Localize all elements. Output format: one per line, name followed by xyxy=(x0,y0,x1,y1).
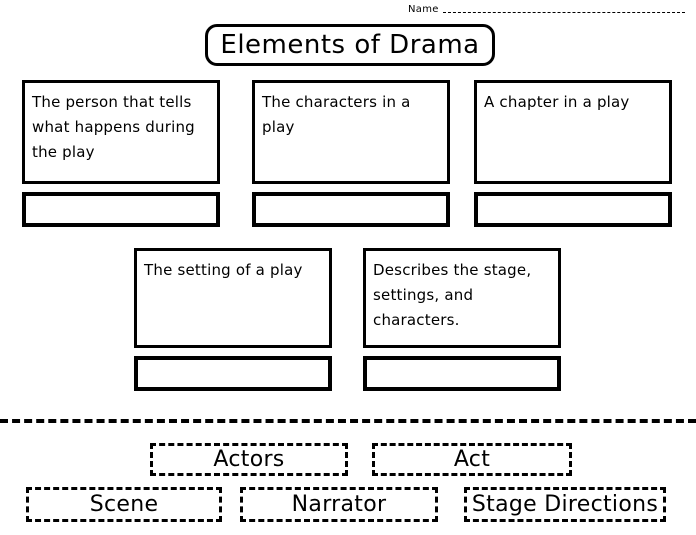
word-card-label: Act xyxy=(453,446,491,472)
word-card-stage-directions[interactable]: Stage Directions xyxy=(464,487,666,522)
definition-box-setting: The setting of a play xyxy=(134,248,332,348)
word-card-label: Actors xyxy=(213,446,285,472)
answer-box-3[interactable] xyxy=(474,192,672,227)
word-card-narrator[interactable]: Narrator xyxy=(240,487,438,522)
definition-text: The setting of a play xyxy=(144,261,303,279)
answer-box-4[interactable] xyxy=(134,356,332,391)
name-label: Name xyxy=(408,4,439,15)
answer-box-5[interactable] xyxy=(363,356,561,391)
definition-text: A chapter in a play xyxy=(484,93,630,111)
name-write-in-line[interactable] xyxy=(442,12,685,13)
definition-box-stage-directions: Describes the stage, settings, and chara… xyxy=(363,248,561,348)
word-card-act[interactable]: Act xyxy=(372,443,572,476)
cut-along-dashed-line xyxy=(0,419,696,423)
word-card-label: Stage Directions xyxy=(471,491,659,517)
answer-box-2[interactable] xyxy=(252,192,450,227)
definition-text: Describes the stage, settings, and chara… xyxy=(373,261,532,329)
definition-text: The person that tells what happens durin… xyxy=(32,93,195,161)
word-card-label: Scene xyxy=(89,491,159,517)
page-title: Elements of Drama xyxy=(220,30,480,60)
definition-box-scene: A chapter in a play xyxy=(474,80,672,184)
answer-box-1[interactable] xyxy=(22,192,220,227)
definition-box-actors: The characters in a play xyxy=(252,80,450,184)
name-field-row: Name xyxy=(408,4,685,15)
definition-text: The characters in a play xyxy=(262,93,411,136)
word-card-scene[interactable]: Scene xyxy=(26,487,222,522)
word-card-label: Narrator xyxy=(291,491,387,517)
page-title-banner: Elements of Drama xyxy=(205,24,495,66)
word-card-actors[interactable]: Actors xyxy=(150,443,348,476)
definition-box-narrator: The person that tells what happens durin… xyxy=(22,80,220,184)
